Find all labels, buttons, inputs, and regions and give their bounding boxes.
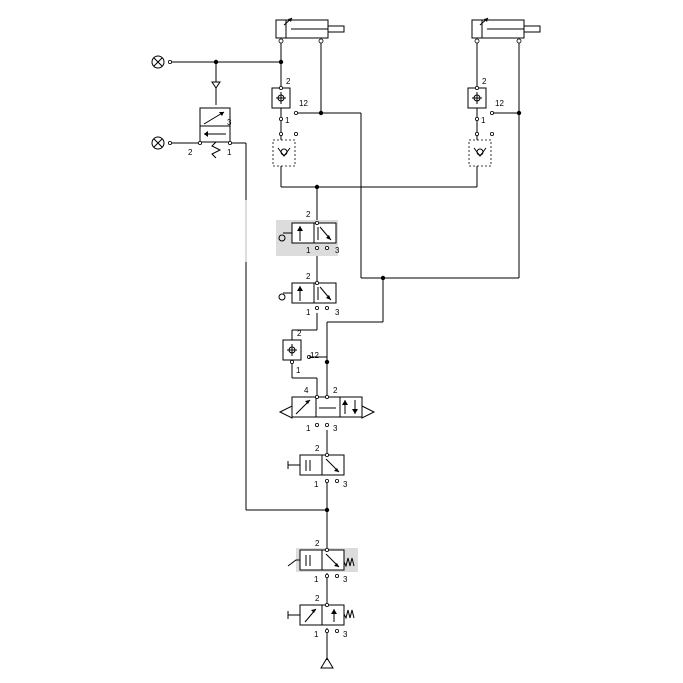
start-port-3: 3	[343, 630, 348, 639]
pushbutton-valve[interactable]: 2 1 3	[287, 444, 348, 489]
directional-valve-4-2[interactable]: 4 2 1 3	[278, 386, 376, 433]
cyl1-port-2: 2	[286, 77, 291, 86]
roller2-port-2: 2	[306, 272, 311, 281]
shuttle-valve[interactable]: 2 12 1	[282, 329, 327, 375]
pedal-valve[interactable]: 2 1 3	[287, 539, 358, 584]
cyl1-port-1: 1	[285, 116, 290, 125]
cylinder-left[interactable]	[275, 17, 345, 44]
pushbutton-port-2: 2	[315, 444, 320, 453]
cyl-left-check-valve[interactable]	[272, 131, 298, 167]
junction-nodes	[213, 59, 522, 513]
pushbutton-port-3: 3	[343, 480, 348, 489]
lamp-valve-port-1: 1	[227, 148, 232, 157]
indicator-lamp-top	[151, 55, 172, 69]
dir-valve-port-1: 1	[306, 424, 311, 433]
roller-valve-upper[interactable]: 2 1 3	[276, 210, 340, 256]
start-port-1: 1	[314, 630, 319, 639]
cylinder-right[interactable]	[471, 17, 541, 44]
roller2-port-1: 1	[306, 308, 311, 317]
pushbutton-port-1: 1	[314, 480, 319, 489]
cyl-right-check-valve[interactable]	[468, 131, 494, 167]
air-supply-source	[320, 657, 334, 669]
indicator-lamp-bottom	[151, 136, 172, 150]
cyl2-port-2: 2	[482, 77, 487, 86]
start-port-2: 2	[315, 594, 320, 603]
dir-valve-port-4: 4	[304, 386, 309, 395]
cyl2-port-12: 12	[495, 99, 504, 108]
cyl-left-control-valve[interactable]: 2 12 1	[271, 77, 308, 125]
pedal-port-1: 1	[314, 575, 319, 584]
dir-valve-port-3: 3	[333, 424, 338, 433]
pipe-network	[172, 40, 520, 660]
lamp-valve-port-3: 3	[227, 118, 232, 127]
lamp-valve-port-2: 2	[188, 148, 193, 157]
cyl-right-control-valve[interactable]: 2 12 1	[467, 77, 504, 125]
shuttle-port-2: 2	[297, 329, 302, 338]
shuttle-port-12: 12	[310, 351, 319, 360]
pedal-port-3: 3	[343, 575, 348, 584]
cyl2-port-1: 1	[481, 116, 486, 125]
roller1-port-1: 1	[306, 246, 311, 255]
pedal-port-2: 2	[315, 539, 320, 548]
shuttle-port-1: 1	[296, 366, 301, 375]
lamp-control-valve[interactable]: 3 2 1	[188, 81, 232, 159]
cyl1-port-12: 12	[299, 99, 308, 108]
start-valve[interactable]: 2 1 3	[287, 594, 355, 639]
roller2-port-3: 3	[335, 308, 340, 317]
dir-valve-port-2: 2	[333, 386, 338, 395]
roller1-port-3: 3	[335, 246, 340, 255]
roller1-port-2: 2	[306, 210, 311, 219]
roller-valve-lower[interactable]: 2 1 3	[278, 272, 340, 317]
